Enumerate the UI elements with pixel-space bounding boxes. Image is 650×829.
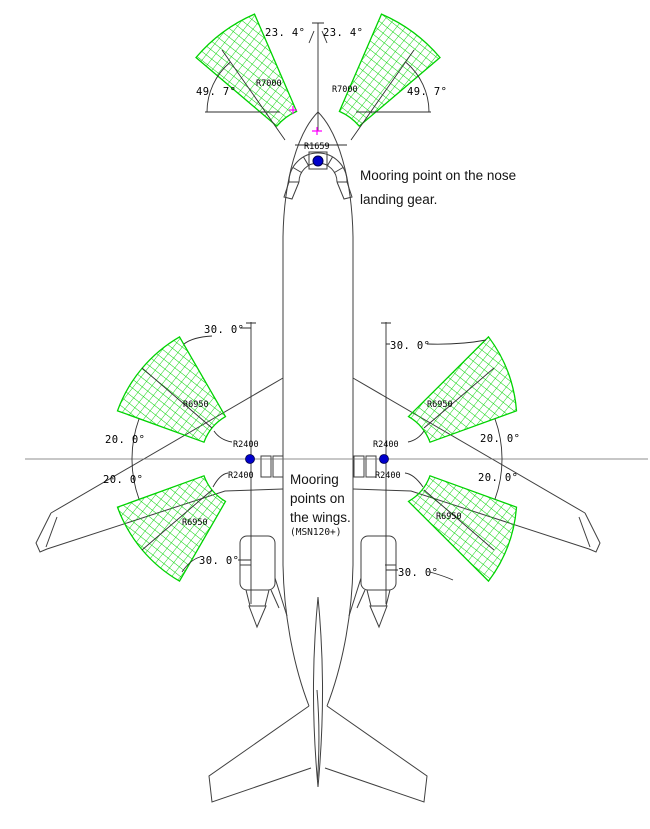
dimension-labels: 23. 4° 23. 4° 49. 7° 49. 7° 30. 0° 30. 0… <box>103 27 520 579</box>
angle-label-20-upper-left: 20. 0° <box>105 434 145 446</box>
markers <box>245 106 389 464</box>
wings-annotation-msn: (MSN120+) <box>290 527 341 538</box>
wing-sector-lower-right <box>407 474 518 583</box>
angle-label-20-lower-left: 20. 0° <box>103 474 143 486</box>
fuselage-right-side <box>326 237 354 707</box>
radius-label-r2400-upper-right: R2400 <box>373 440 399 450</box>
wing-right <box>352 377 601 553</box>
wing-left <box>35 377 284 553</box>
wing-sector-upper-left <box>116 336 227 444</box>
nose-gear-arch <box>283 151 353 200</box>
radius-label-r1659: R1659 <box>304 142 330 152</box>
angle-label-20-upper-right: 20. 0° <box>480 433 520 445</box>
angle-label-30-lower-right: 30. 0° <box>398 567 438 579</box>
angle-label-nose-inner-left: 23. 4° <box>265 27 305 39</box>
engine-left <box>239 535 288 629</box>
wing-dim-verticals <box>246 322 391 604</box>
angle-label-nose-inner-right: 23. 4° <box>323 27 363 39</box>
angle-label-nose-outer-right: 49. 7° <box>407 86 447 98</box>
annotations: Mooring point on the nose landing gear. … <box>290 168 516 538</box>
main-gear-wheels <box>260 455 377 478</box>
wings-annotation-line2: points on <box>290 491 345 506</box>
radius-label-r2400-lower-right: R2400 <box>375 471 401 481</box>
radius-label-r6950-lower-left: R6950 <box>182 518 208 528</box>
dim-30-lower-left <box>181 556 251 573</box>
nose-mooring-fitting <box>308 151 328 170</box>
wing-mooring-point-left <box>245 454 255 464</box>
rudder-line <box>316 689 320 781</box>
nose-annotation-line1: Mooring point on the nose <box>360 168 516 183</box>
angle-label-20-lower-right: 20. 0° <box>478 472 518 484</box>
radius-label-r2400-lower-left: R2400 <box>228 471 254 481</box>
nose-annotation-line2: landing gear. <box>360 192 437 207</box>
wings-annotation-line3: the wings. <box>290 510 351 525</box>
engine-right <box>348 535 397 629</box>
radius-label-r7000-right: R7000 <box>332 85 358 95</box>
radius-label-r6950-upper-left: R6950 <box>183 400 209 410</box>
nose-sector-left <box>195 13 298 128</box>
radius-label-r6950-lower-right: R6950 <box>436 512 462 522</box>
stabilizer-right <box>324 705 428 803</box>
dim-30-lower-right <box>386 569 454 581</box>
radius-label-r6950-upper-right: R6950 <box>427 400 453 410</box>
angle-label-30-lower-left: 30. 0° <box>199 555 239 567</box>
cad-point-markers <box>289 106 322 135</box>
fuselage-left-side <box>282 237 310 707</box>
dim-r6950-lines <box>141 367 495 551</box>
angle-label-30-upper-right: 30. 0° <box>390 340 430 352</box>
angle-label-30-upper-left: 30. 0° <box>204 324 244 336</box>
wing-mooring-point-right <box>379 454 389 464</box>
vertical-fin <box>312 596 324 788</box>
wings-annotation-line1: Mooring <box>290 472 339 487</box>
dim-20-arc-left <box>131 418 140 500</box>
dim-20-arc-right <box>494 418 503 500</box>
wing-sector-upper-right <box>407 335 518 444</box>
dim-r2400-leaders <box>212 430 425 488</box>
dim-49-left <box>205 62 280 113</box>
dim-r7000-lines <box>221 49 415 141</box>
aircraft-outline <box>35 111 601 803</box>
dim-49-right <box>356 62 431 113</box>
nose-mooring-point <box>312 155 324 167</box>
dim-30-upper-right <box>386 339 487 345</box>
angle-label-nose-outer-left: 49. 7° <box>196 86 236 98</box>
radius-label-r2400-upper-left: R2400 <box>233 440 259 450</box>
radius-label-r7000-left: R7000 <box>256 79 282 89</box>
nose-sector-right <box>338 13 441 128</box>
nose-centerline <box>308 22 328 131</box>
stabilizer-left <box>208 705 312 803</box>
dim-30-upper-left <box>183 327 251 345</box>
